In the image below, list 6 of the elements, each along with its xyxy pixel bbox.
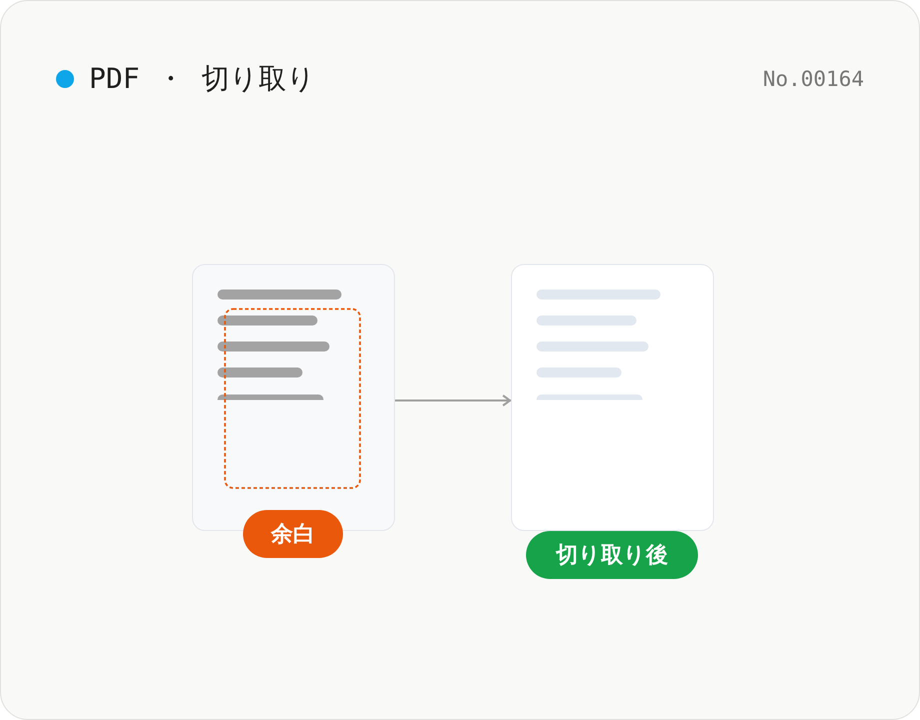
document-number: No.00164 [762,67,864,92]
cropped-page [511,264,714,531]
result-tag: 切り取り後 [526,531,698,579]
margin-tag: 余白 [243,510,343,558]
title: PDF ・ 切り取り [89,62,316,96]
arrow [395,394,511,406]
